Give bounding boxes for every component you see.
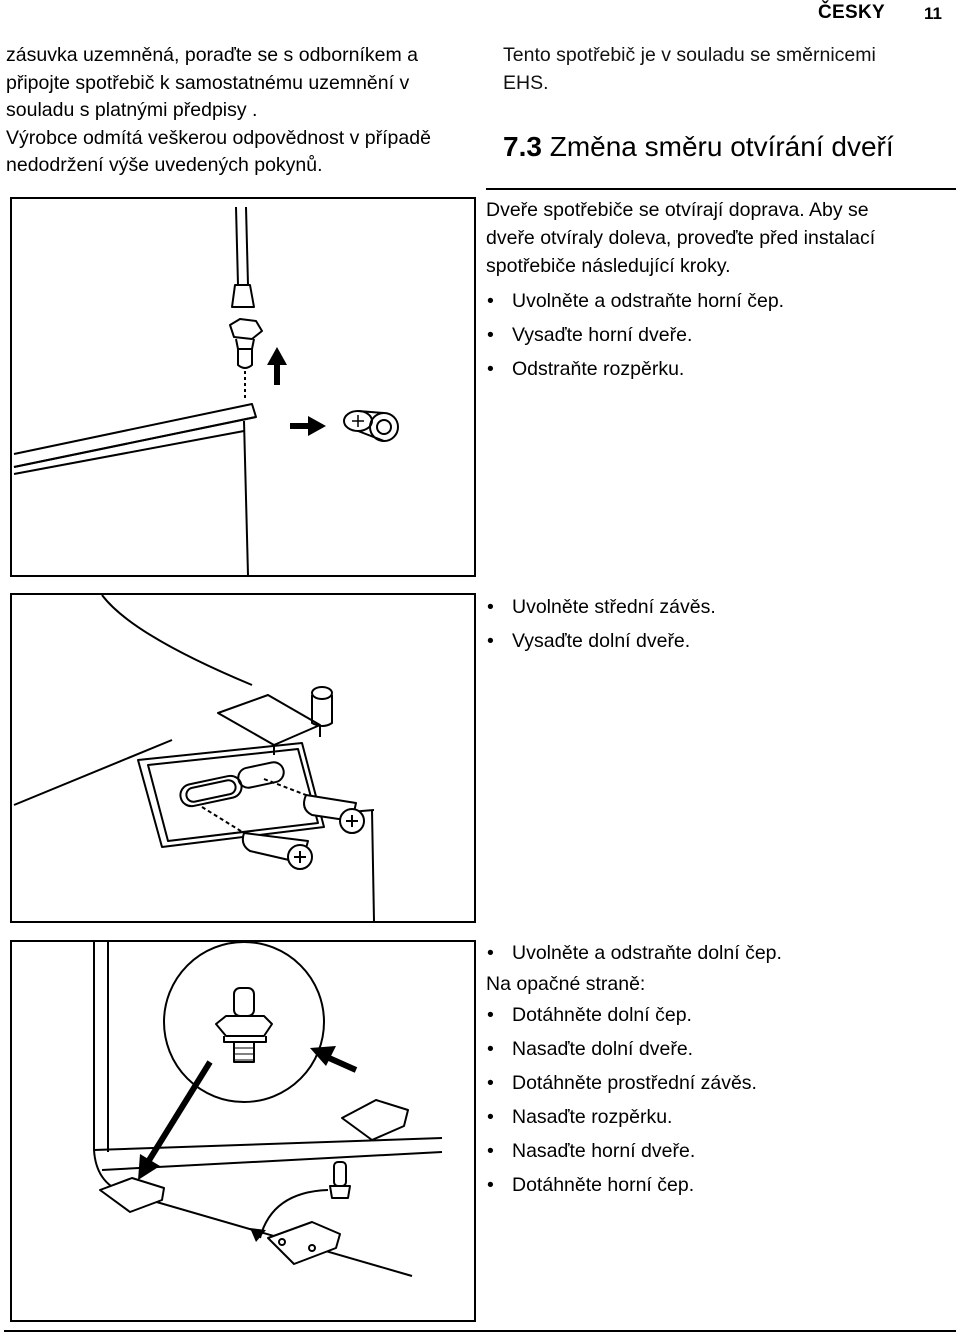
bullet: • bbox=[487, 1174, 494, 1196]
list-item-text: Dotáhněte prostřední závěs. bbox=[512, 1072, 757, 1094]
list-item: • Dotáhněte prostřední závěs. bbox=[486, 1066, 946, 1100]
step-block-3: • Uvolněte a odstraňte dolní čep. Na opač… bbox=[486, 936, 946, 1202]
bullet: • bbox=[487, 630, 494, 652]
top-hinge-illustration bbox=[13, 206, 399, 575]
list-item: • Vysaďte dolní dveře. bbox=[486, 624, 946, 658]
list-item-text: Dotáhněte horní čep. bbox=[512, 1174, 695, 1196]
text-line: Výrobce odmítá veškerou odpovědnost v př… bbox=[6, 126, 431, 149]
text-line: zásuvka uzemněná, poraďte se s odborníke… bbox=[6, 44, 418, 66]
bullet: • bbox=[487, 1004, 494, 1026]
left-column-text: zásuvka uzemněná, poraďte se s odborníke… bbox=[6, 42, 476, 180]
bullet: • bbox=[487, 1140, 494, 1162]
list-item: • Vysaďte horní dveře. bbox=[486, 318, 946, 352]
page-bottom-rule bbox=[4, 1330, 956, 1332]
bullet: • bbox=[487, 942, 494, 964]
header-language: ČESKY bbox=[818, 2, 885, 23]
bullet: • bbox=[487, 358, 494, 380]
text-line: EHS. bbox=[503, 71, 549, 94]
intro-line: Dveře spotřebiče se otvírají doprava. Ab… bbox=[486, 199, 869, 221]
list-item: • Odstraňte rozpěrku. bbox=[486, 352, 946, 386]
intro-line: dveře otvíraly doleva, proveďte před ins… bbox=[486, 227, 876, 249]
bullet: • bbox=[487, 1106, 494, 1128]
section-title: Změna směru otvírání dveří bbox=[549, 131, 894, 162]
list-item: • Dotáhněte dolní čep. bbox=[486, 998, 946, 1032]
text-line: nedodržení výše uvedených pokynů. bbox=[6, 154, 323, 176]
arrow-icon bbox=[267, 347, 326, 436]
bullet: • bbox=[487, 324, 494, 346]
step-block-2: • Uvolněte střední závěs. • Vysaďte dolní … bbox=[486, 590, 946, 658]
bottom-hinge-illustration bbox=[93, 942, 443, 1277]
page-number: 11 bbox=[924, 4, 942, 23]
bullet: • bbox=[487, 1038, 494, 1060]
bullet: • bbox=[487, 596, 494, 618]
list-item-text: Uvolněte a odstraňte dolní čep. bbox=[512, 942, 782, 964]
list-item-text: Dotáhněte dolní čep. bbox=[512, 1004, 692, 1026]
list-item: • Dotáhněte horní čep. bbox=[486, 1168, 946, 1202]
list-item-text: Nasaďte horní dveře. bbox=[512, 1140, 696, 1162]
bullet: • bbox=[487, 290, 494, 312]
section-heading: 7.3 Změna směru otvírání dveří bbox=[503, 130, 894, 164]
list-item-text: Nasaďte dolní dveře. bbox=[512, 1038, 694, 1060]
compliance-note: Tento spotřebič je v souladu se směrnice… bbox=[503, 42, 943, 97]
figure-middle-hinge bbox=[10, 593, 476, 923]
list-item: • Uvolněte a odstraňte dolní čep. bbox=[486, 936, 946, 970]
list-item: • Nasaďte rozpěrku. bbox=[486, 1100, 946, 1134]
middle-hinge-illustration bbox=[13, 595, 375, 921]
arrow-icon bbox=[138, 1046, 358, 1242]
intro-line: spotřebiče následující kroky. bbox=[486, 255, 731, 277]
step-block-1: Dveře spotřebiče se otvírají doprava. Ab… bbox=[486, 196, 946, 386]
list-item-text: Vysaďte horní dveře. bbox=[512, 324, 693, 346]
list-item-text: Uvolněte a odstraňte horní čep. bbox=[512, 290, 785, 312]
text-line: Tento spotřebič je v souladu se směrnice… bbox=[503, 44, 876, 66]
text-line: souladu s platnými předpisy . bbox=[6, 99, 258, 121]
list-item-text: Uvolněte střední závěs. bbox=[512, 596, 716, 618]
list-item-text: Vysaďte dolní dveře. bbox=[512, 630, 691, 652]
list-item: • Uvolněte střední závěs. bbox=[486, 590, 946, 624]
bullet: • bbox=[487, 1072, 494, 1094]
list-item: • Uvolněte a odstraňte horní čep. bbox=[486, 284, 946, 318]
section-divider bbox=[486, 188, 956, 190]
figure-top-hinge bbox=[10, 197, 476, 577]
list-item: • Nasaďte dolní dveře. bbox=[486, 1032, 946, 1066]
section-number: 7.3 bbox=[503, 131, 542, 162]
list-item-text: Odstraňte rozpěrku. bbox=[512, 358, 685, 380]
list-subheading: Na opačné straně: bbox=[486, 973, 646, 995]
figure-bottom-hinge bbox=[10, 940, 476, 1322]
list-item-text: Nasaďte rozpěrku. bbox=[512, 1106, 673, 1128]
list-item: • Nasaďte horní dveře. bbox=[486, 1134, 946, 1168]
text-line: připojte spotřebič k samostatnému uzemně… bbox=[6, 71, 410, 94]
